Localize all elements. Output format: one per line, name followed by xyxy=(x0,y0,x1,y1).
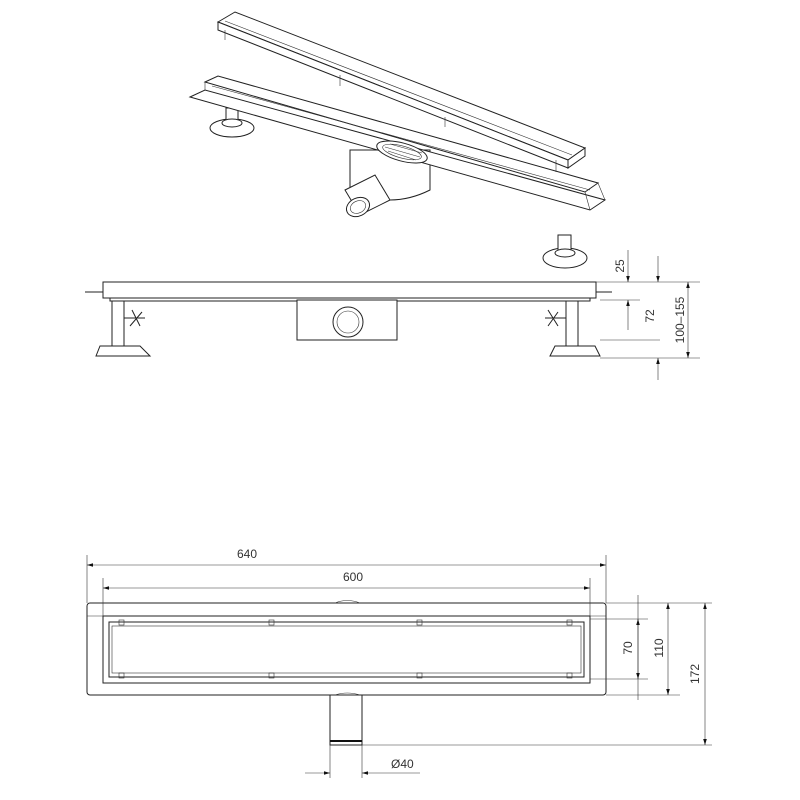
side-view: 25 72 100–155 xyxy=(85,250,700,380)
iso-foot-left xyxy=(209,107,255,138)
side-foot-right xyxy=(545,300,601,357)
iso-cover xyxy=(216,11,587,172)
side-dimensions: 25 72 100–155 xyxy=(596,250,700,380)
cover-clips xyxy=(118,619,573,679)
side-outlet xyxy=(296,299,398,341)
top-outlet-pipe xyxy=(329,694,363,746)
dim-outlet-diameter: Ø40 xyxy=(391,757,414,771)
top-view: 640 600 70 110 172 Ø40 xyxy=(86,547,712,778)
iso-grate xyxy=(376,140,428,164)
dim-channel-length: 600 xyxy=(343,570,363,584)
dim-cover-height: 25 xyxy=(613,259,627,273)
dim-total-height: 100–155 xyxy=(673,296,687,343)
side-foot-left xyxy=(95,300,152,357)
dim-total-length: 640 xyxy=(237,547,257,561)
top-dimensions: 640 600 70 110 172 Ø40 xyxy=(86,547,712,778)
iso-foot-right xyxy=(542,234,588,269)
dim-body-height: 72 xyxy=(643,309,657,323)
dim-frame-width: 110 xyxy=(652,638,666,657)
isometric-view xyxy=(188,11,607,269)
dim-channel-width: 70 xyxy=(621,641,635,655)
dim-total-depth: 172 xyxy=(688,664,702,684)
